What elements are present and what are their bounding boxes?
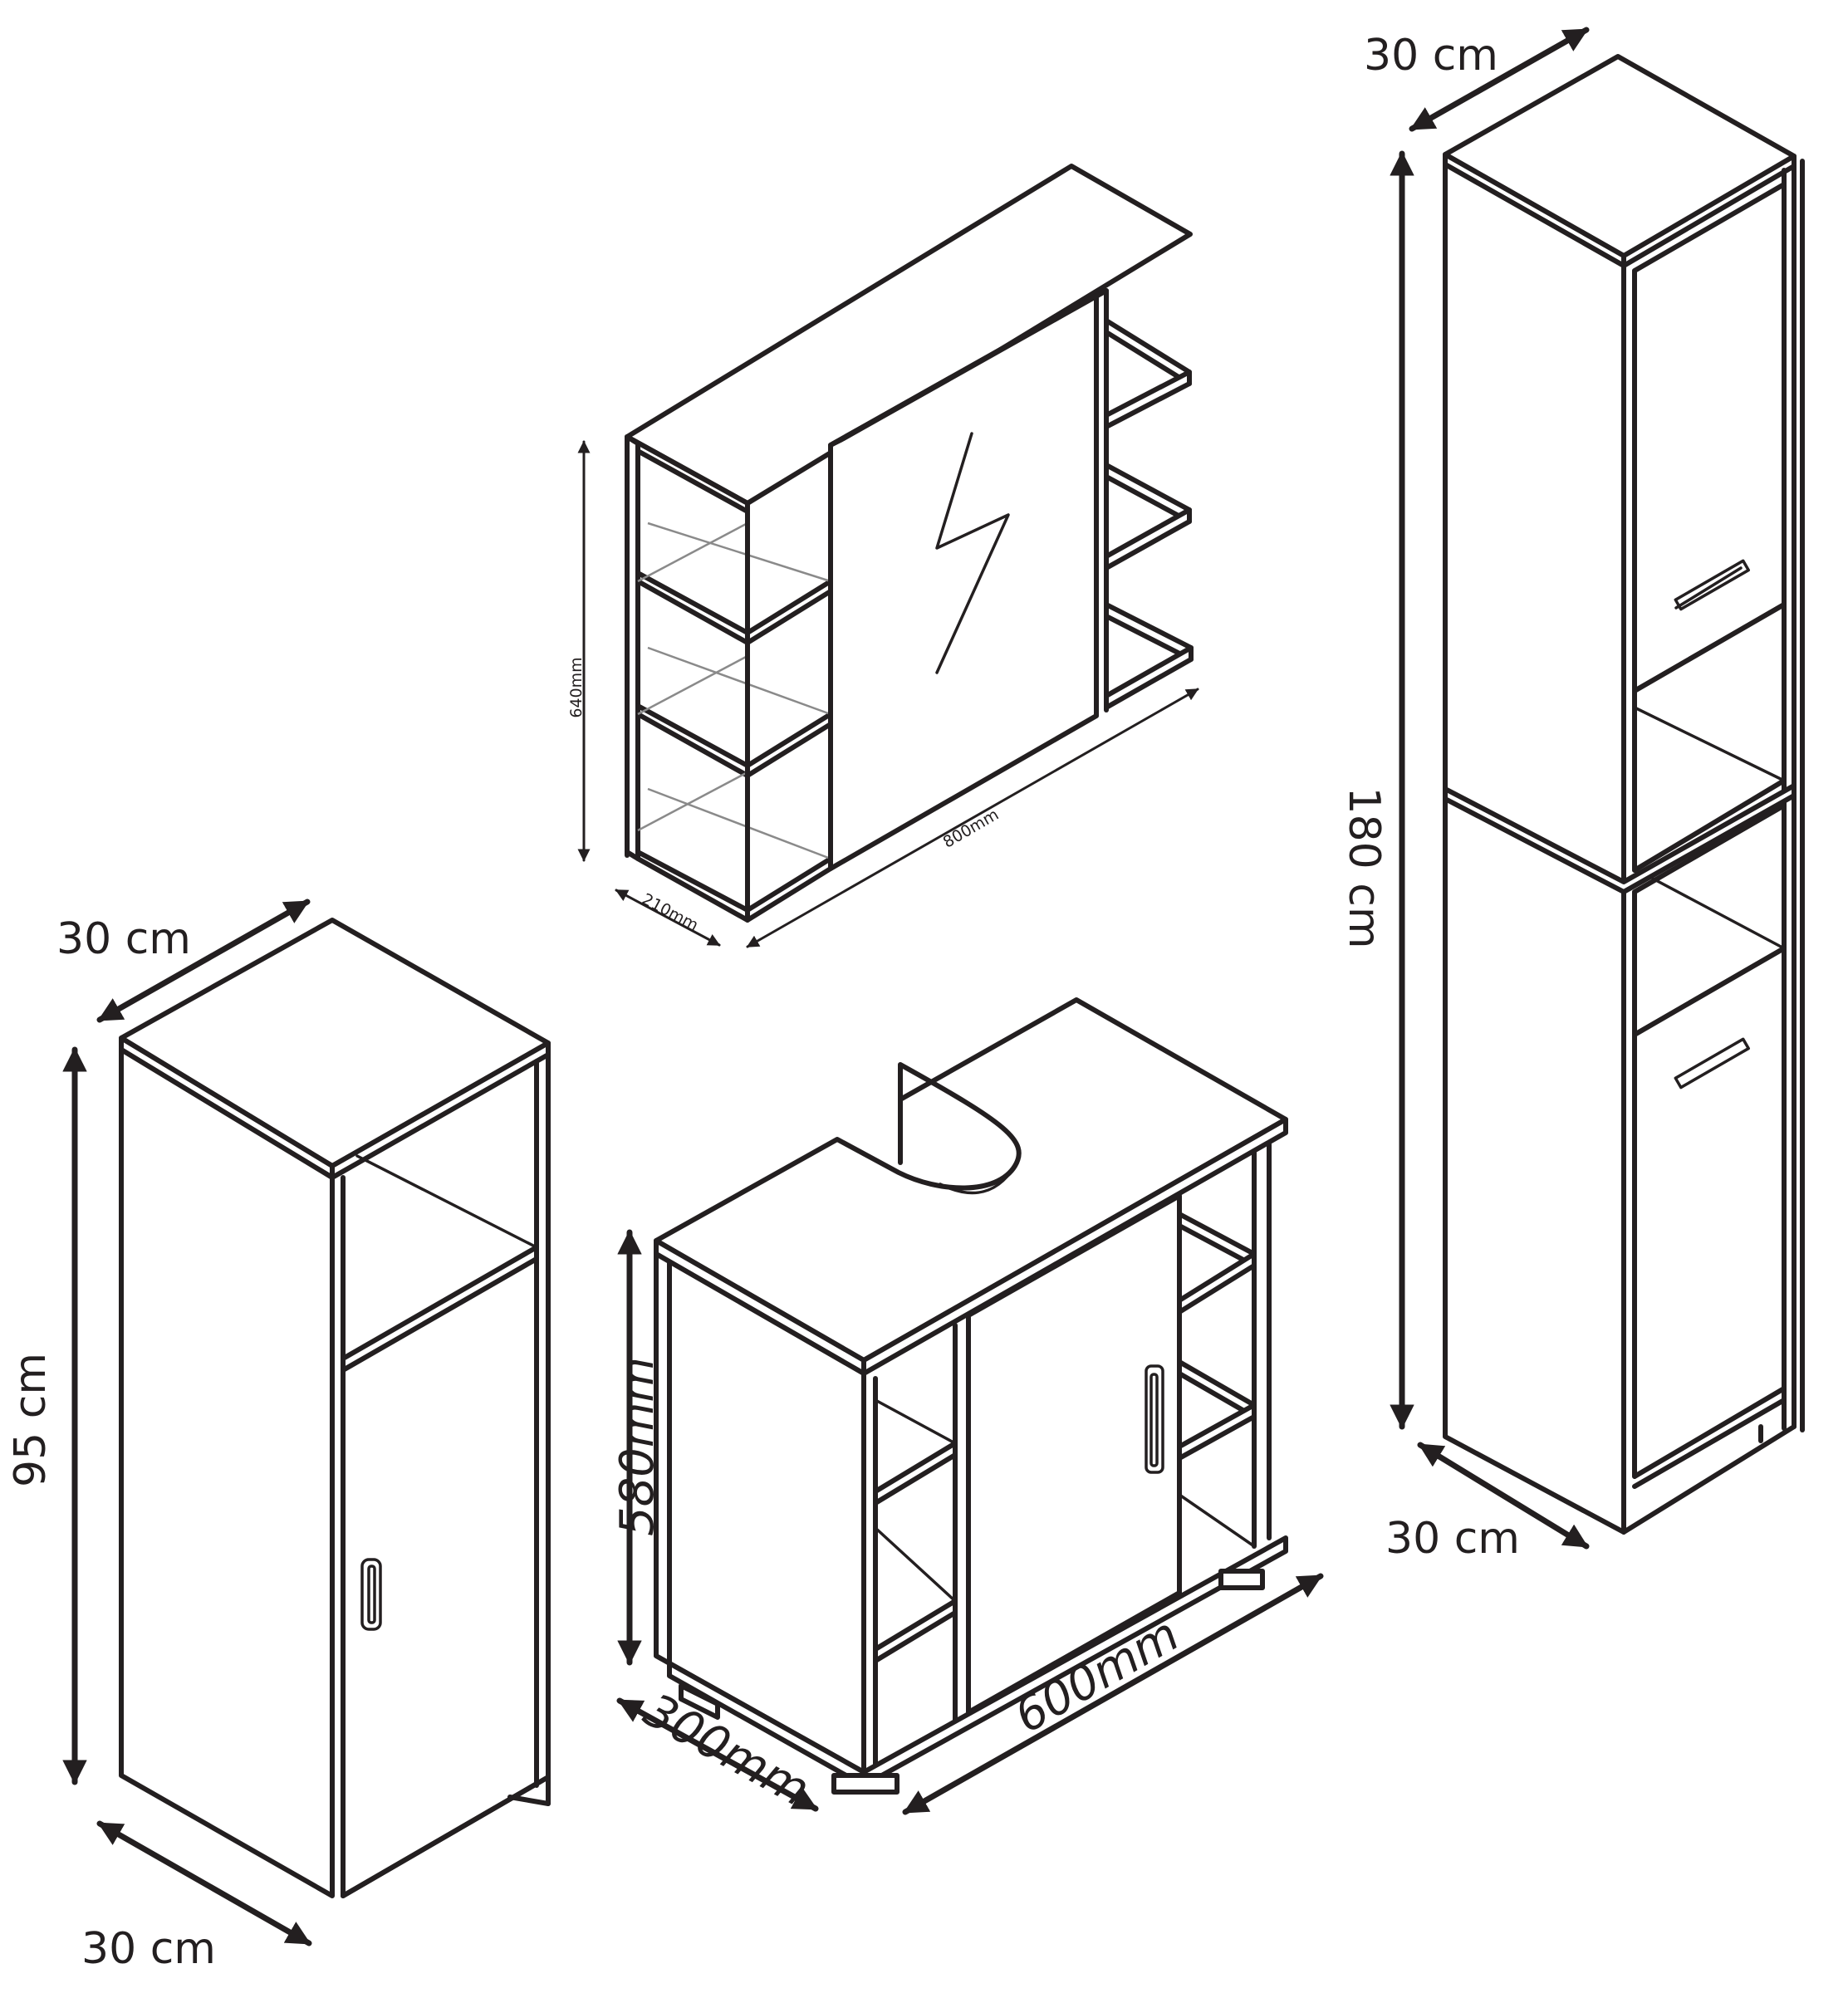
mirror-height-label: 640mm [567, 657, 586, 717]
tall-depth-label: 30 cm [1385, 1514, 1520, 1564]
tall-cabinet-drawing: 30 cm 180 cm 30 cm [1339, 27, 1805, 1564]
mid-height-label: 95 cm [6, 1353, 56, 1487]
mirror-cabinet-drawing: 640mm 800mm 210mm [567, 164, 1199, 948]
mid-depth-label: 30 cm [81, 1924, 216, 1974]
mirror-depth-label: 210mm [639, 890, 701, 935]
mid-width-label: 30 cm [56, 914, 191, 964]
mid-cabinet-drawing: 30 cm 95 cm 30 cm [6, 899, 551, 1974]
sink-height-label: 580mm [610, 1357, 664, 1536]
sink-cabinet-drawing: 580mm 300mm 600mm [610, 997, 1324, 1818]
tall-height-label: 180 cm [1339, 786, 1389, 948]
tall-width-label: 30 cm [1364, 31, 1498, 81]
mirror-width-label: 800mm [940, 806, 1002, 852]
